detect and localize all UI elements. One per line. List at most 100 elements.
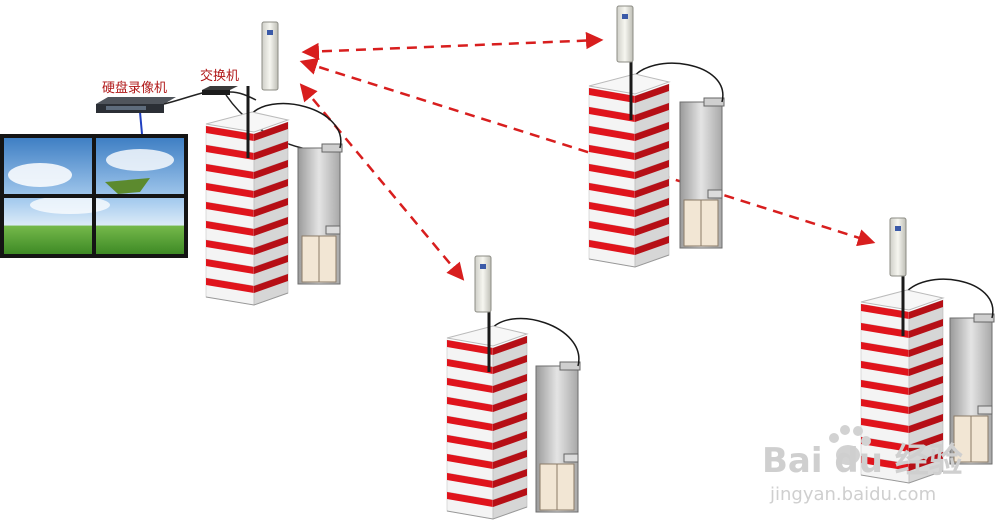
floor-band bbox=[861, 323, 909, 338]
building-base bbox=[446, 506, 528, 520]
watermark-main: Bai du 经验 bbox=[762, 441, 963, 481]
floor-band bbox=[589, 183, 635, 198]
elevator-shaft-icon bbox=[297, 143, 343, 285]
video-wall bbox=[0, 134, 188, 258]
dvr-panel bbox=[106, 106, 146, 110]
floor-side-band bbox=[635, 84, 669, 103]
building-base bbox=[205, 292, 289, 306]
floor-side-band bbox=[635, 141, 669, 160]
floor-side-band bbox=[909, 414, 943, 433]
floor-side-band bbox=[493, 374, 527, 393]
floor-band bbox=[447, 473, 493, 488]
wireless-antenna-icon bbox=[889, 217, 907, 277]
floor-side-band bbox=[909, 338, 943, 357]
floor-band bbox=[861, 361, 909, 376]
floor-side-band bbox=[635, 103, 669, 122]
wireless-antenna-icon bbox=[474, 255, 492, 313]
floor-band bbox=[589, 164, 635, 179]
floor-band bbox=[206, 278, 254, 293]
building-top bbox=[588, 5, 725, 268]
building-roof bbox=[588, 73, 671, 95]
switch-body bbox=[202, 90, 230, 95]
floor-band bbox=[589, 221, 635, 236]
floor-side-band bbox=[254, 122, 288, 141]
dvr-icon bbox=[96, 97, 176, 104]
switch-to-antenna-cable bbox=[229, 91, 257, 101]
floor-band bbox=[447, 378, 493, 393]
floor-side-band bbox=[493, 412, 527, 431]
elevator-shaft-icon bbox=[949, 313, 995, 465]
floor-band bbox=[861, 380, 909, 395]
floor-side-band bbox=[909, 452, 943, 471]
antenna-cable bbox=[902, 278, 994, 319]
floor-band bbox=[447, 492, 493, 507]
elevator-shaft-icon bbox=[679, 97, 725, 249]
floor-band bbox=[861, 456, 909, 471]
elevator-shaft-icon bbox=[535, 361, 581, 513]
building-main bbox=[205, 21, 343, 306]
dvr-cable bbox=[139, 111, 143, 135]
floor-band bbox=[589, 240, 635, 255]
floor-side-band bbox=[493, 355, 527, 374]
antenna-cable bbox=[488, 317, 580, 367]
floor-side-band bbox=[635, 236, 669, 255]
floor-side-band bbox=[635, 217, 669, 236]
floor-band bbox=[206, 259, 254, 274]
antenna-cable bbox=[247, 102, 342, 149]
floor-side-band bbox=[254, 198, 288, 217]
cloud bbox=[30, 196, 110, 214]
floor-band bbox=[447, 397, 493, 412]
floor-band bbox=[206, 164, 254, 179]
building-roof bbox=[446, 325, 529, 347]
floor-band bbox=[206, 202, 254, 217]
floor-band bbox=[206, 126, 254, 141]
floor-band bbox=[589, 202, 635, 217]
floor-side-band bbox=[909, 376, 943, 395]
floor-side-band bbox=[635, 179, 669, 198]
switch-label: 交换机 bbox=[200, 68, 239, 84]
buildings-layer bbox=[205, 5, 995, 520]
floor-band bbox=[589, 107, 635, 122]
floor-side-band bbox=[254, 179, 288, 198]
floor-side-band bbox=[493, 393, 527, 412]
wireless-antenna-icon bbox=[616, 5, 634, 63]
floor-side-band bbox=[909, 300, 943, 319]
floor-side-band bbox=[493, 469, 527, 488]
floor-band bbox=[447, 454, 493, 469]
floor-side-band bbox=[635, 198, 669, 217]
building-right bbox=[860, 217, 995, 484]
floor-side-band bbox=[254, 236, 288, 255]
floor-band bbox=[206, 145, 254, 160]
floor-band bbox=[861, 304, 909, 319]
floor-band bbox=[447, 416, 493, 431]
floor-band bbox=[861, 437, 909, 452]
network-switch-icon bbox=[202, 86, 238, 90]
floor-band bbox=[861, 342, 909, 357]
floor-side-band bbox=[254, 274, 288, 293]
floor-band bbox=[447, 340, 493, 355]
antenna-cable bbox=[630, 62, 724, 103]
floor-band bbox=[206, 183, 254, 198]
link-main-to-top bbox=[301, 31, 604, 61]
floor-band bbox=[589, 145, 635, 160]
floor-band bbox=[589, 126, 635, 141]
building-bottom bbox=[446, 255, 581, 520]
link-main-to-right bbox=[299, 57, 876, 247]
floor-side-band bbox=[493, 336, 527, 355]
floor-side-band bbox=[493, 488, 527, 507]
building-base bbox=[588, 254, 670, 268]
floor-band bbox=[589, 88, 635, 103]
floor-band bbox=[206, 221, 254, 236]
cloud bbox=[106, 149, 174, 171]
floor-band bbox=[447, 435, 493, 450]
wireless-links bbox=[299, 31, 876, 281]
floor-side-band bbox=[493, 431, 527, 450]
floor-band bbox=[861, 418, 909, 433]
watermark: Bai du 经验 jingyan.baidu.com bbox=[762, 425, 963, 505]
watermark-sub: jingyan.baidu.com bbox=[769, 484, 936, 505]
cloud bbox=[8, 163, 72, 187]
floor-side-band bbox=[909, 319, 943, 338]
floor-side-band bbox=[493, 450, 527, 469]
floor-side-band bbox=[635, 160, 669, 179]
